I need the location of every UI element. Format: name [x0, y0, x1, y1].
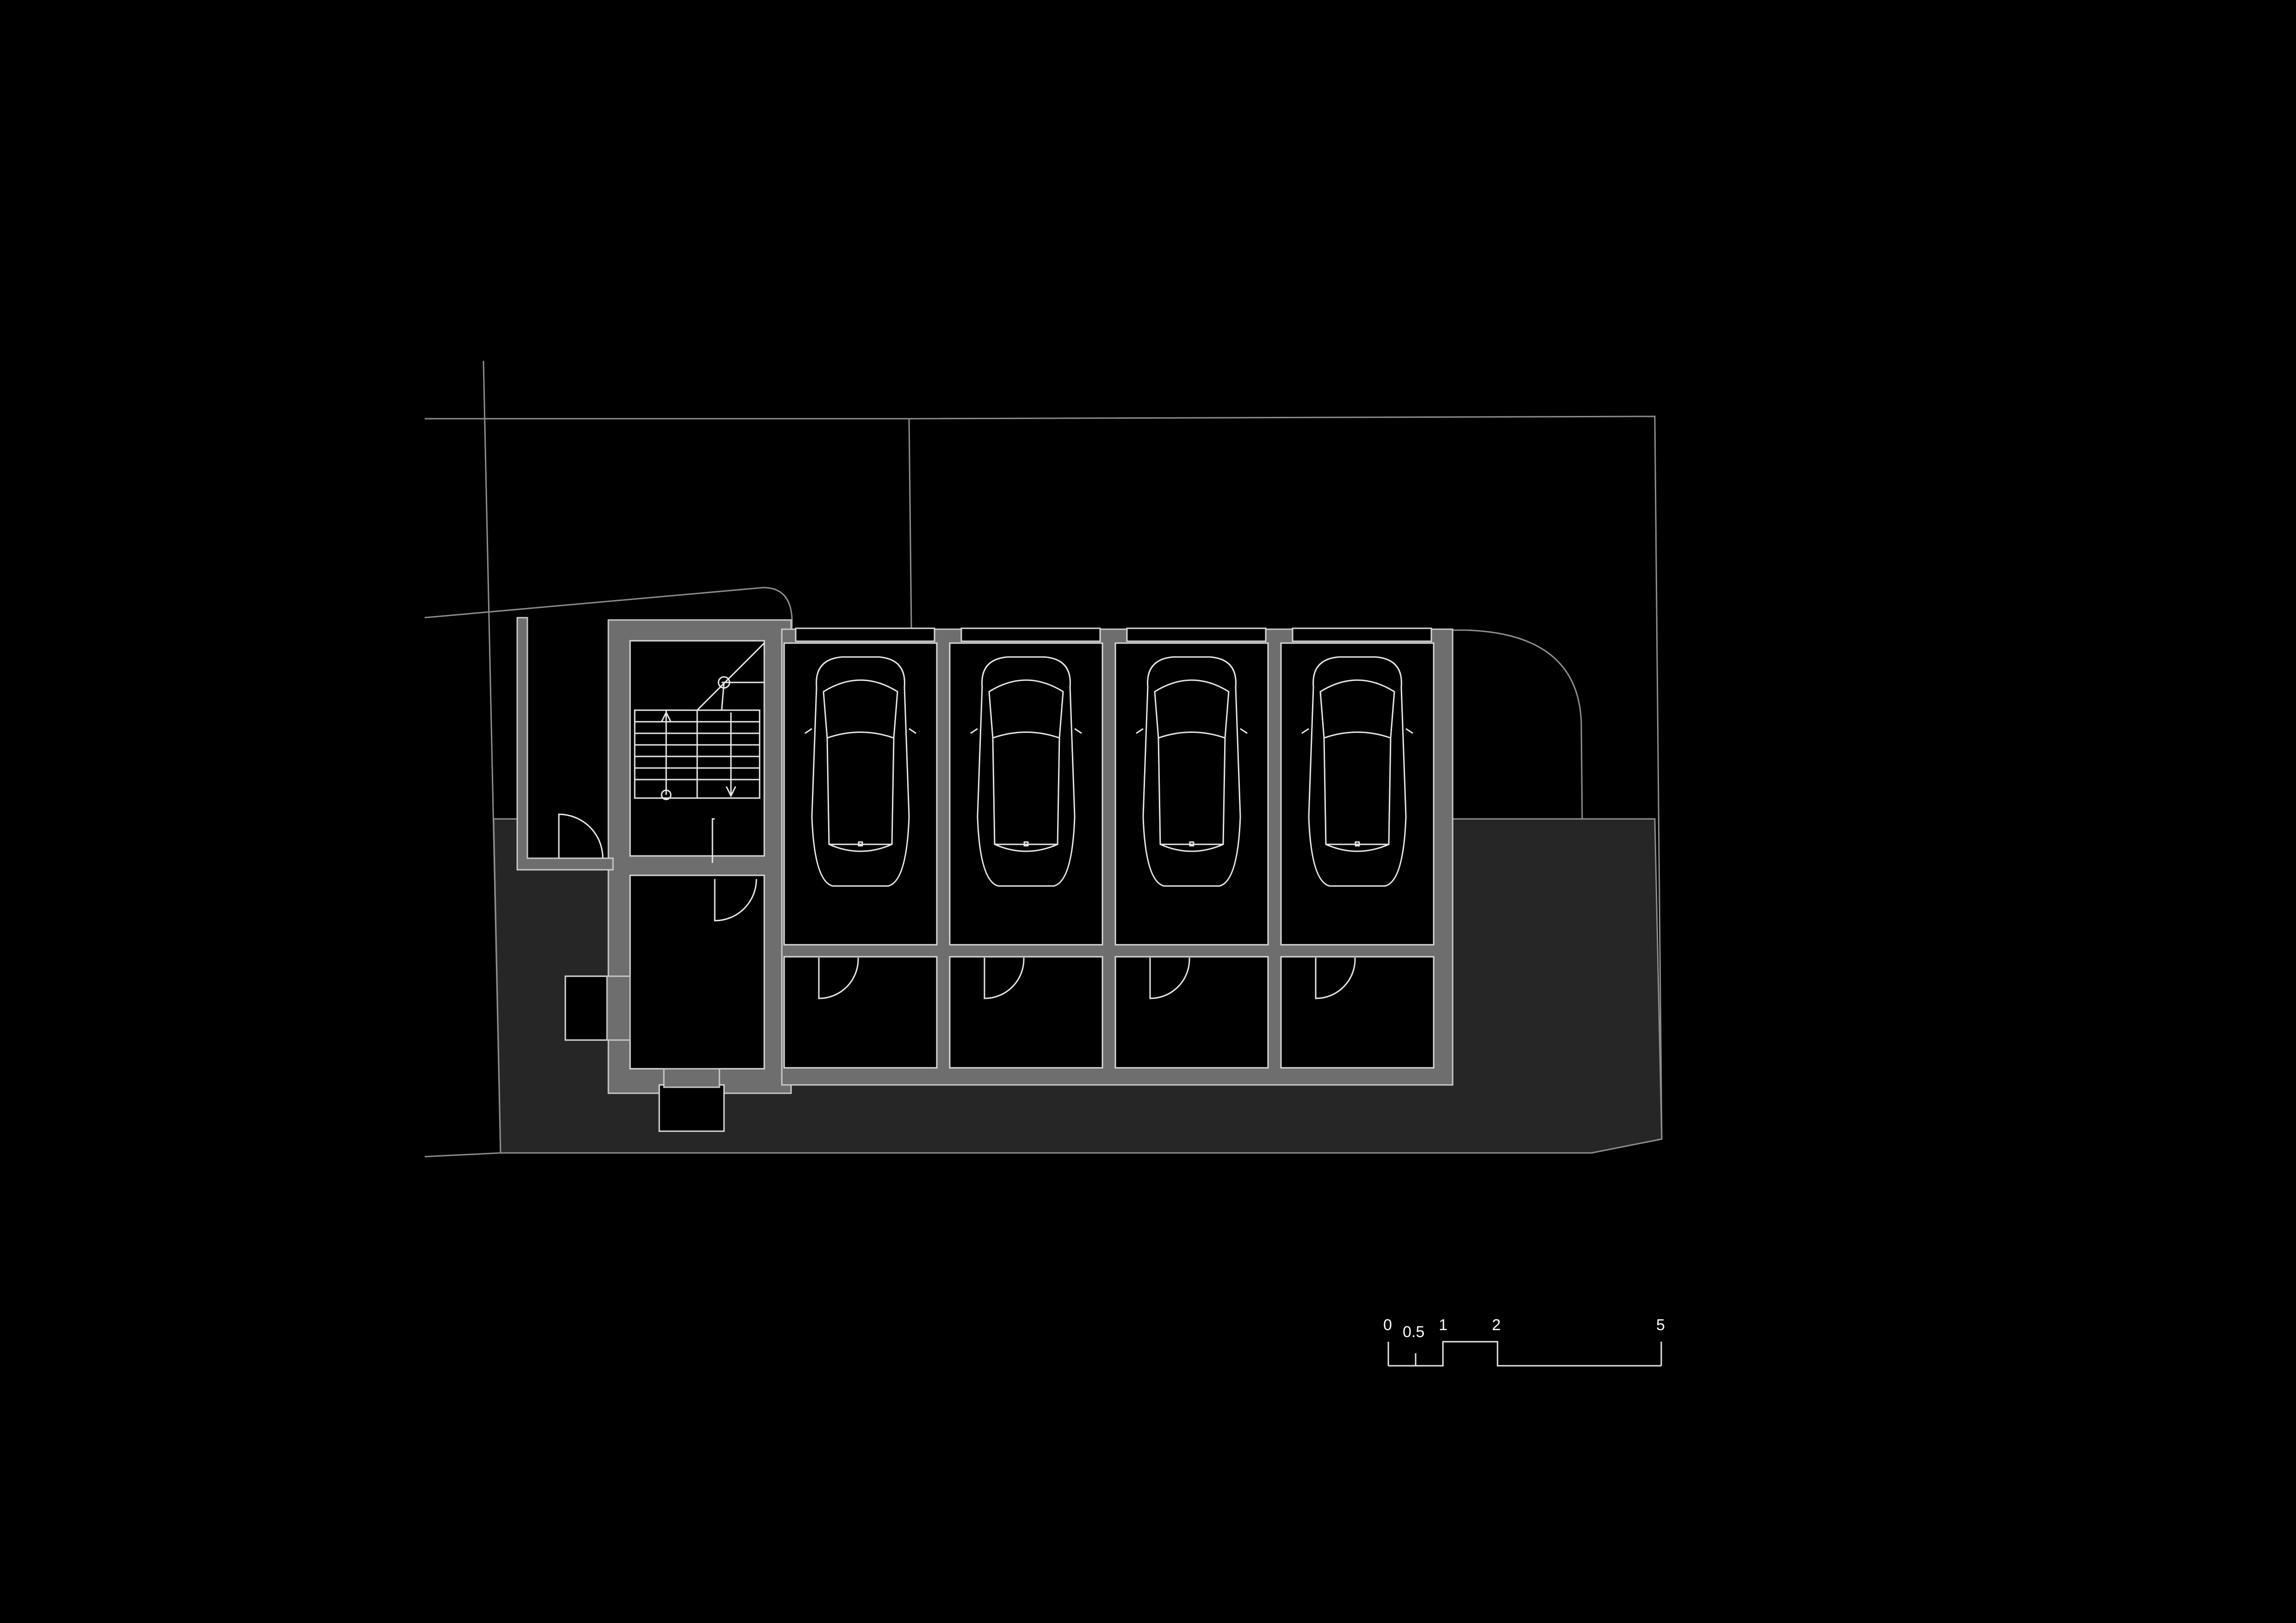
scale-label-2: 2	[1492, 1316, 1501, 1334]
storage-room-2	[949, 956, 1103, 1069]
parking-space-1	[783, 642, 938, 946]
scale-label-1: 1	[1439, 1316, 1448, 1334]
technical-room	[629, 874, 765, 1070]
storage-room-1	[783, 956, 938, 1069]
light-wells	[564, 975, 725, 1132]
doors	[558, 813, 1356, 999]
cars	[805, 656, 1413, 887]
scale-bar: 0 0.5 1 2 5	[1383, 1316, 1665, 1367]
interior-rooms	[629, 640, 1435, 1070]
parking-space-3	[1114, 642, 1269, 946]
car-top-view-icon	[805, 656, 916, 887]
scale-label-5: 5	[1656, 1316, 1665, 1334]
staircase	[634, 642, 765, 800]
car-top-view-icon	[970, 656, 1082, 887]
car-top-view-icon	[1301, 656, 1413, 887]
storage-room-4	[1280, 956, 1435, 1069]
scale-label-0: 0	[1383, 1316, 1392, 1334]
scale-label-0-5: 0.5	[1403, 1323, 1424, 1341]
storage-room-3	[1114, 956, 1269, 1069]
driveway-curve	[1452, 629, 1583, 819]
car-top-view-icon	[1136, 656, 1248, 887]
parking-space-2	[949, 642, 1103, 946]
parking-space-4	[1280, 642, 1435, 946]
wall-openings	[795, 627, 1432, 642]
